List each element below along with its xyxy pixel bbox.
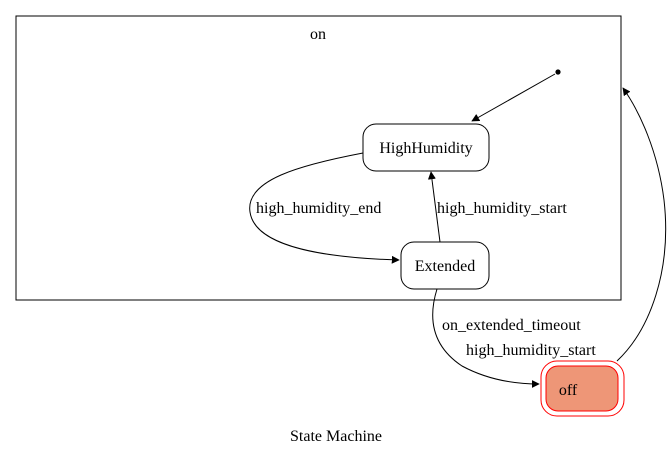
edge-on-extended-timeout: [432, 288, 540, 388]
cluster-on-label: on: [310, 26, 326, 43]
state-extended[interactable]: Extended: [400, 241, 490, 290]
edge-label-high-humidity-end: high_humidity_end: [256, 200, 381, 217]
state-extended-box: [400, 241, 490, 290]
state-off-box: [545, 365, 619, 412]
edge-initial-to-high-humidity: [471, 73, 556, 122]
state-extended-label: Extended: [415, 258, 475, 275]
initial-state-dot: [555, 69, 561, 75]
state-high-humidity-box: [362, 123, 490, 172]
cluster-on: on: [15, 15, 622, 301]
state-off-outer-border: [540, 360, 625, 417]
edge-label-high-humidity-start-inner: high_humidity_start: [437, 200, 567, 217]
edge-high-humidity-start-outer: [616, 87, 667, 362]
state-off-label: off: [559, 382, 578, 399]
state-off[interactable]: off: [540, 360, 625, 417]
cluster-on-border: [15, 15, 622, 301]
edge-high-humidity-end: [249, 152, 400, 264]
state-high-humidity[interactable]: HighHumidity: [362, 123, 490, 172]
edge-high-humidity-start-inner: [427, 171, 441, 243]
diagram-caption: State Machine: [290, 428, 382, 445]
edge-label-on-extended-timeout: on_extended_timeout: [442, 317, 581, 334]
state-high-humidity-label: HighHumidity: [379, 140, 472, 157]
edge-label-high-humidity-start-outer: high_humidity_start: [466, 342, 596, 359]
